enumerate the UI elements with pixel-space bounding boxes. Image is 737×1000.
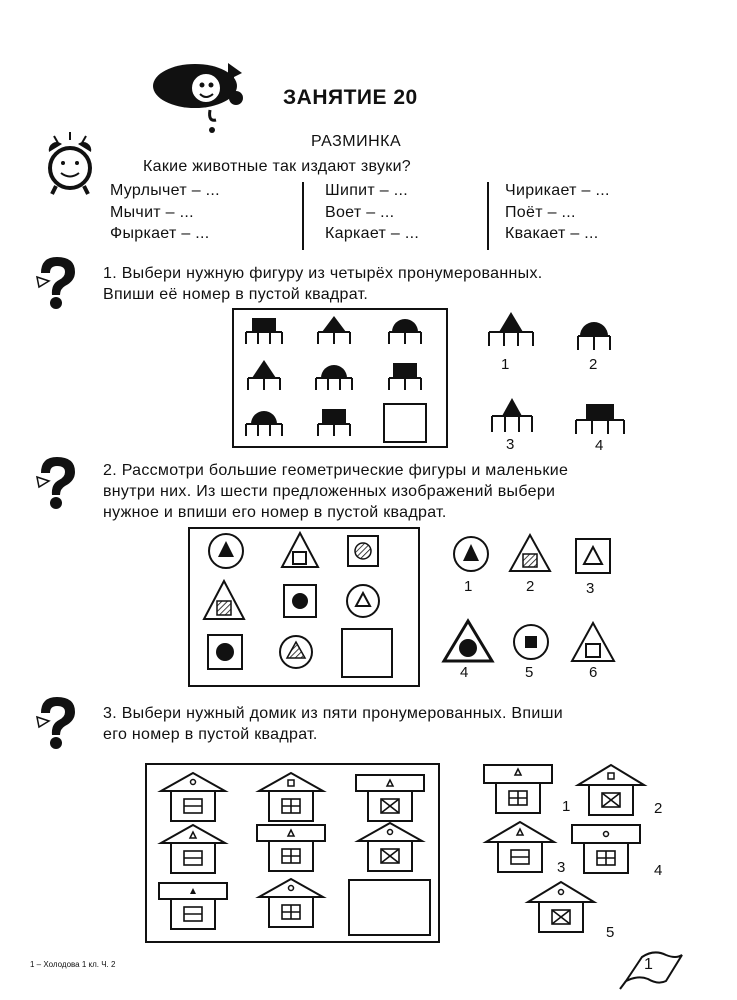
task2-option-4	[441, 618, 495, 663]
list-item: Мычит – ...	[110, 203, 194, 221]
warmup-column-2: Шипит – ... Воет – ... Каркает – ...	[325, 180, 419, 245]
list-item: Мурлычет – ...	[110, 182, 220, 199]
option-number: 1	[464, 578, 473, 595]
task2-option-2	[508, 532, 552, 572]
task2-option-3	[575, 538, 611, 574]
task3-option-5	[524, 880, 598, 933]
list-item: Поёт – ...	[505, 203, 576, 221]
option-number: 4	[654, 862, 663, 879]
footer-text: 1 – Холодова 1 кл. Ч. 2	[30, 960, 116, 969]
option-number: 3	[557, 859, 566, 876]
list-item: Воет – ...	[325, 203, 395, 221]
task2-option-1	[453, 536, 489, 572]
task3-option-1	[483, 764, 553, 814]
page-number: 1	[644, 956, 653, 973]
warmup-title: РАЗМИНКА	[311, 133, 402, 150]
task1-option-3	[491, 398, 533, 432]
list-item: Фыркает – ...	[110, 225, 210, 242]
mascot-icon	[153, 63, 243, 133]
task3-option-3	[482, 820, 558, 873]
task3-grid	[145, 763, 440, 943]
column-divider	[302, 182, 304, 250]
task1-text: 1. Выбери нужную фигуру из четырёх прону…	[103, 263, 543, 305]
option-number: 2	[526, 578, 535, 595]
task2-grid	[188, 527, 420, 687]
task1-line: Впиши её номер в пустой квадрат.	[103, 286, 369, 303]
option-number: 2	[589, 356, 598, 373]
task2-line: нужное и впиши его номер в пустой квадра…	[103, 504, 447, 521]
task2-line: 2. Рассмотри большие геометрические фигу…	[103, 462, 569, 479]
warmup-column-1: Мурлычет – ... Мычит – ... Фыркает – ...	[110, 180, 220, 245]
column-divider	[487, 182, 489, 250]
task2-text: 2. Рассмотри большие геометрические фигу…	[103, 460, 568, 523]
option-number: 2	[654, 800, 663, 817]
task3-text: 3. Выбери нужный домик из пяти пронумеро…	[103, 703, 563, 745]
list-item: Каркает – ...	[325, 225, 420, 242]
page-title: ЗАНЯТИЕ 20	[283, 86, 418, 109]
option-number: 5	[525, 664, 534, 681]
task3-option-2	[574, 763, 648, 816]
list-item: Шипит – ...	[325, 182, 408, 199]
list-item: Чирикает – ...	[505, 182, 610, 199]
question-mark-icon	[36, 697, 75, 749]
task2-option-5	[513, 624, 549, 660]
task1-option-4	[575, 404, 625, 434]
task2-line: внутри них. Из шести предложенных изобра…	[103, 483, 556, 500]
task1-option-2	[577, 322, 611, 350]
task3-option-4	[571, 824, 641, 874]
question-mark-icon	[36, 457, 75, 509]
warmup-question: Какие животные так издают звуки?	[143, 158, 412, 175]
option-number: 6	[589, 664, 598, 681]
option-number: 4	[595, 437, 604, 454]
option-number: 3	[506, 436, 515, 453]
option-number: 1	[501, 356, 510, 373]
question-mark-icon	[36, 257, 75, 309]
option-number: 1	[562, 798, 571, 815]
option-number: 5	[606, 924, 615, 941]
task3-line: его номер в пустой квадрат.	[103, 726, 318, 743]
option-number: 4	[460, 664, 469, 681]
option-number: 3	[586, 580, 595, 597]
alarm-clock-icon	[48, 132, 92, 195]
list-item: Квакает – ...	[505, 225, 599, 242]
task2-option-6	[570, 620, 616, 662]
flag-icon	[619, 951, 683, 990]
task1-option-1	[488, 312, 534, 346]
task1-line: 1. Выбери нужную фигуру из четырёх прону…	[103, 265, 543, 282]
task3-line: 3. Выбери нужный домик из пяти пронумеро…	[103, 705, 563, 722]
warmup-column-3: Чирикает – ... Поёт – ... Квакает – ...	[505, 180, 610, 245]
task1-grid	[232, 308, 448, 448]
